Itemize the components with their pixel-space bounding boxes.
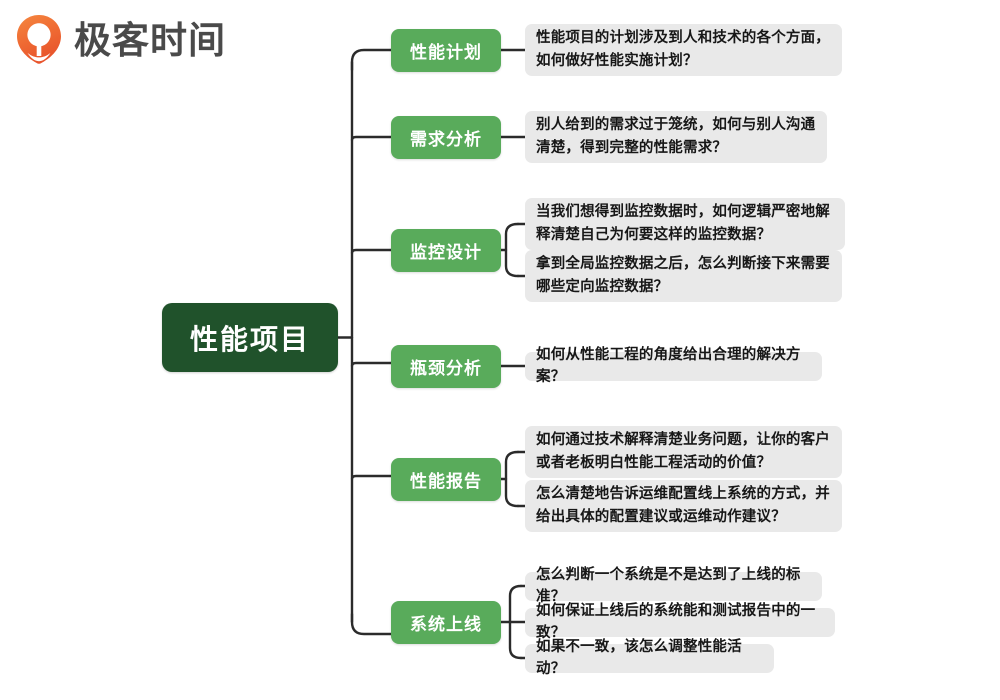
leaf-box[interactable]: 如何通过技术解释清楚业务问题，让你的客户或者老板明白性能工程活动的价值？ (525, 426, 842, 478)
branch-node-performance-report[interactable]: 性能报告 (391, 457, 501, 501)
branch-node-label: 性能计划 (410, 42, 482, 62)
leaf-box[interactable]: 拿到全局监控数据之后，怎么判断接下来需要哪些定向监控数据？ (525, 250, 842, 302)
connector-bracket-6 (508, 584, 523, 660)
connector-branch-2 (350, 135, 393, 142)
root-node[interactable]: 性能项目 (162, 303, 338, 372)
branch-node-label: 需求分析 (410, 129, 482, 149)
connector-bracket-5 (504, 450, 520, 508)
leaf-box[interactable]: 别人给到的需求过于笼统，如何与别人沟通清楚，得到完整的性能需求？ (525, 111, 827, 163)
branch-node-performance-plan[interactable]: 性能计划 (391, 28, 501, 72)
connector-branch-1 (350, 48, 393, 72)
branch-node-label: 监控设计 (410, 242, 482, 262)
branch-node-label: 性能报告 (410, 471, 482, 491)
connector-bracket-3 (504, 222, 520, 278)
leaf-text: 当我们想得到监控数据时，如何逻辑严密地解释清楚自己为何要这样的监控数据？ (536, 204, 830, 243)
root-node-label: 性能项目 (189, 323, 310, 355)
leaf-text: 别人给到的需求过于笼统，如何与别人沟通清楚，得到完整的性能需求？ (536, 117, 816, 156)
connector-branch-6 (350, 612, 393, 636)
leaf-box[interactable]: 性能项目的计划涉及到人和技术的各个方面，如何做好性能实施计划？ (525, 24, 842, 76)
branch-node-label: 系统上线 (410, 614, 482, 634)
leaf-box[interactable]: 当我们想得到监控数据时，如何逻辑严密地解释清楚自己为何要这样的监控数据？ (525, 198, 845, 250)
branch-node-requirement-analysis[interactable]: 需求分析 (391, 115, 501, 159)
leaf-box[interactable]: 如何从性能工程的角度给出合理的解决方案？ (525, 347, 822, 385)
leaf-text: 如何通过技术解释清楚业务问题，让你的客户或者老板明白性能工程活动的价值？ (536, 432, 830, 471)
branch-node-bottleneck-analysis[interactable]: 瓶颈分析 (391, 344, 501, 388)
leaf-box[interactable]: 如果不一致，该怎么调整性能活动？ (525, 639, 774, 677)
leaf-box[interactable]: 怎么判断一个系统是不是达到了上线的标准？ (525, 567, 822, 605)
branch-node-system-launch[interactable]: 系统上线 (391, 600, 501, 644)
branch-node-monitoring-design[interactable]: 监控设计 (391, 228, 501, 272)
brand-name: 极客时间 (74, 19, 226, 61)
branch-node-label: 瓶颈分析 (410, 358, 482, 378)
leaf-text: 怎么清楚地告诉运维配置线上系统的方式，并给出具体的配置建议或运维动作建议？ (536, 486, 830, 525)
geekbang-balloon-logo-icon (17, 15, 61, 64)
connector-branch-4 (350, 361, 393, 368)
connector-branch-5 (350, 474, 393, 481)
leaf-box[interactable]: 如何保证上线后的系统能和测试报告中的一致？ (525, 603, 835, 641)
leaf-text: 如何保证上线后的系统能和测试报告中的一致？ (536, 602, 816, 641)
leaf-box[interactable]: 怎么清楚地告诉运维配置线上系统的方式，并给出具体的配置建议或运维动作建议？ (525, 480, 842, 532)
leaf-text: 拿到全局监控数据之后，怎么判断接下来需要哪些定向监控数据？ (536, 256, 830, 295)
leaf-text: 如果不一致，该怎么调整性能活动？ (536, 638, 742, 677)
brand-logo: 极客时间 (16, 14, 226, 66)
leaf-text: 如何从性能工程的角度给出合理的解决方案？ (536, 346, 801, 385)
leaf-text: 怎么判断一个系统是不是达到了上线的标准？ (536, 566, 801, 605)
leaf-text: 性能项目的计划涉及到人和技术的各个方面，如何做好性能实施计划？ (536, 30, 830, 69)
connector-branch-3 (350, 248, 393, 255)
